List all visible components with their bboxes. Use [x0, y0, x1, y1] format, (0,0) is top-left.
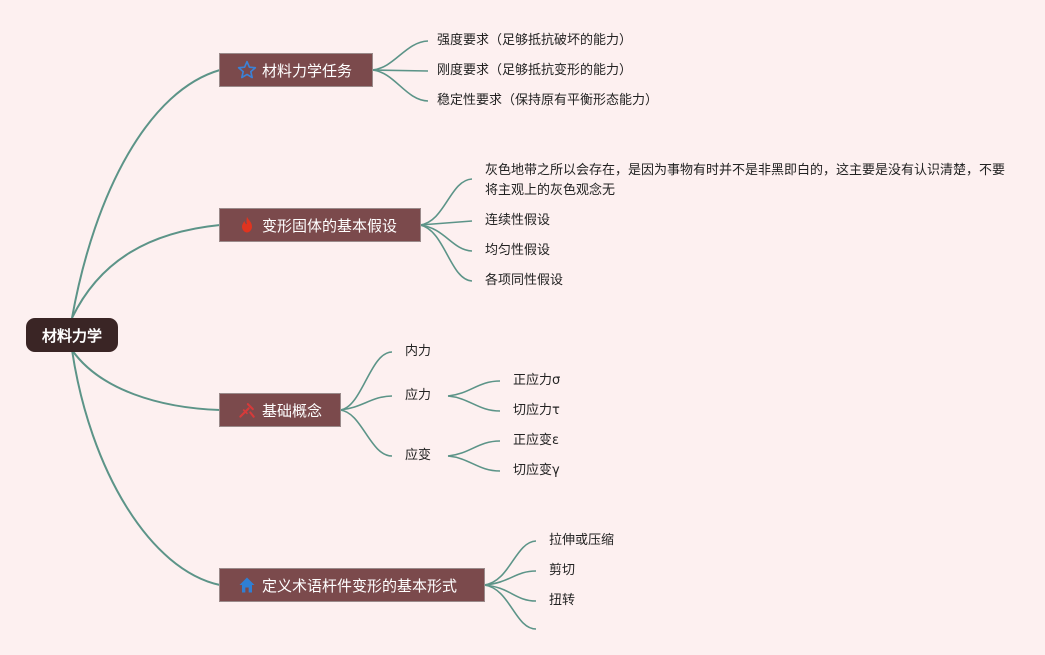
leaf-node[interactable]: 扭转 — [549, 593, 576, 608]
topic-node-deformation-forms[interactable]: 定义术语杆件变形的基本形式 — [219, 568, 485, 602]
leaf-node[interactable]: 灰色地带之所以会存在，是因为事物有时并不是非黑即白的，这主要是没有认识清楚，不要… — [485, 163, 1006, 198]
connector-root-topic-3 — [71, 349, 221, 411]
leaf-node[interactable]: 连续性假设 — [485, 213, 551, 228]
leaf-node[interactable]: 正应力σ — [513, 373, 561, 388]
leaf-node[interactable]: 强度要求（足够抵抗破坏的能力） — [437, 33, 633, 48]
topic-label: 定义术语杆件变形的基本形式 — [262, 576, 458, 595]
leaf-node[interactable]: 剪切 — [549, 563, 576, 578]
topic-label: 基础概念 — [262, 401, 323, 420]
leaf-node[interactable]: 均匀性假设 — [485, 243, 551, 258]
topic-node-task[interactable]: 材料力学任务 — [219, 53, 373, 87]
root-node[interactable]: 材料力学 — [26, 318, 118, 352]
fire-icon — [236, 214, 258, 236]
topic-node-basic-concepts[interactable]: 基础概念 — [219, 393, 341, 427]
root-label: 材料力学 — [41, 326, 102, 345]
connector-root-topic-4 — [71, 349, 221, 586]
star-icon — [236, 59, 258, 81]
leaf-node[interactable]: 内力 — [405, 344, 432, 359]
leaf-node[interactable]: 切应力τ — [513, 403, 560, 418]
leaf-node[interactable]: 稳定性要求（保持原有平衡形态能力） — [437, 93, 659, 108]
leaf-node[interactable]: 各项同性假设 — [485, 273, 564, 288]
leaf-node[interactable]: 拉伸或压缩 — [549, 533, 615, 548]
connector-root-topic-1 — [71, 69, 221, 319]
leaf-node[interactable]: 正应变ε — [513, 433, 560, 448]
topic-label: 变形固体的基本假设 — [262, 216, 398, 235]
home-icon — [236, 574, 258, 596]
subtopic-node[interactable]: 应力 — [405, 388, 432, 403]
subtopic-node[interactable]: 应变 — [405, 448, 432, 463]
connector-root-topic-2 — [71, 224, 221, 319]
leaf-node[interactable]: 切应变γ — [513, 463, 560, 478]
leaf-node[interactable]: 刚度要求（足够抵抗变形的能力） — [437, 63, 633, 78]
topic-label: 材料力学任务 — [262, 61, 353, 80]
tools-icon — [236, 399, 258, 421]
topic-node-assumptions[interactable]: 变形固体的基本假设 — [219, 208, 421, 242]
